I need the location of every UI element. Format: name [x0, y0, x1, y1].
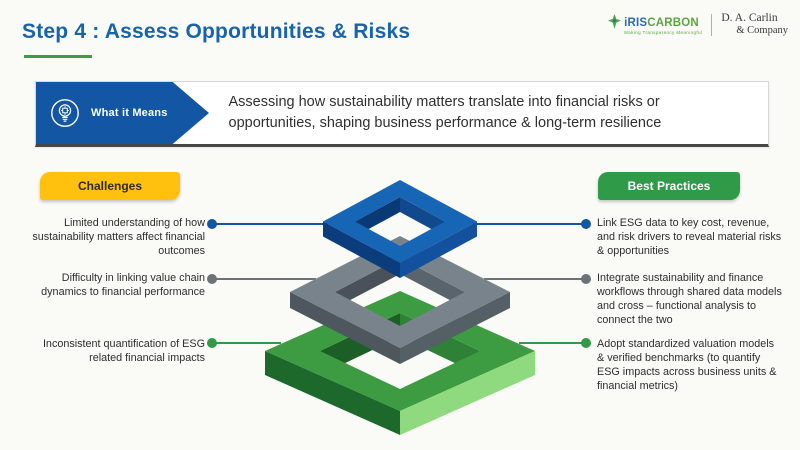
- what-it-means-arrow: What it Means: [36, 82, 209, 144]
- challenge-item-2: Difficulty in linking value chain dynami…: [41, 272, 205, 299]
- connector-line-green-right: [519, 342, 586, 344]
- carlin-logo: D. A. Carlin & Company: [721, 12, 788, 37]
- connector-line-green-left: [212, 342, 281, 344]
- logo-group: iRISCARBON Making Transparency Meaningfu…: [608, 12, 788, 37]
- page-title: Step 4 : Assess Opportunities & Risks: [22, 20, 411, 43]
- banner-description: Assessing how sustainability matters tra…: [228, 93, 662, 131]
- lightbulb-icon: [51, 99, 79, 127]
- best-practice-item-2: Integrate sustainability and finance wor…: [597, 272, 782, 327]
- challenges-header: Challenges: [40, 172, 180, 200]
- diamond-gray: [290, 236, 510, 364]
- connector-dot-blue-right: [581, 219, 591, 229]
- connector-dot-blue-left: [207, 219, 217, 229]
- connector-line-blue-left: [212, 223, 328, 225]
- diamond-blue: [323, 180, 477, 278]
- iriscarbon-logo: iRISCARBON Making Transparency Meaningfu…: [608, 13, 703, 36]
- what-it-means-banner: What it Means Assessing how sustainabili…: [35, 81, 769, 147]
- challenge-item-3: Inconsistent quantification of ESG relat…: [42, 338, 205, 365]
- connector-line-blue-right: [472, 223, 586, 225]
- connector-line-gray-right: [484, 278, 586, 280]
- banner-label: What it Means: [91, 107, 168, 119]
- title-underline: [24, 55, 92, 58]
- best-practices-header: Best Practices: [598, 172, 740, 200]
- best-practice-item-1: Link ESG data to key cost, revenue, and …: [597, 217, 782, 258]
- connector-dot-gray-left: [207, 274, 217, 284]
- connector-dot-green-right: [581, 338, 591, 348]
- connector-line-gray-left: [212, 278, 316, 280]
- challenge-item-1: Limited understanding of how sustainabil…: [32, 217, 205, 258]
- connector-dot-gray-right: [581, 274, 591, 284]
- logo-divider: [711, 13, 713, 36]
- best-practice-item-3: Adopt standardized valuation models & ve…: [597, 338, 777, 393]
- iriscarbon-wordmark: iRISCARBON: [624, 16, 699, 29]
- iriscarbon-tagline: Making Transparency Meaningful: [624, 29, 703, 35]
- connector-dot-green-left: [207, 338, 217, 348]
- iriscarbon-star-icon: [608, 13, 622, 29]
- diamond-stack-graphic: [265, 180, 535, 435]
